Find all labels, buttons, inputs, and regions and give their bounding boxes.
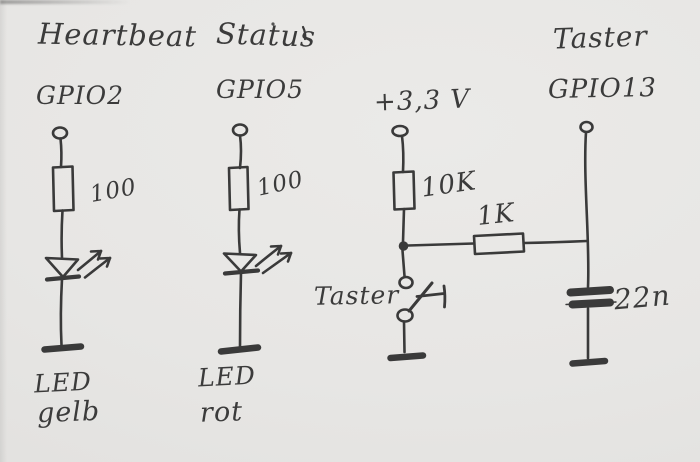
switch-contact [398, 275, 414, 290]
button-gpio-label: GPIO13 [547, 73, 658, 105]
button-circuit-drawing [387, 124, 589, 362]
wire [59, 277, 64, 347]
wire [583, 130, 590, 289]
light-arrows-icon [254, 244, 293, 275]
capacitor-symbol [565, 286, 617, 309]
terminal-circle [51, 126, 69, 140]
led-symbol [222, 252, 258, 273]
pushbutton-switch-symbol [396, 275, 447, 323]
ground-symbol [217, 344, 262, 355]
ground-symbol [387, 352, 427, 362]
resistor-symbol [227, 165, 250, 212]
supply-voltage-label: +3,3 V [373, 84, 471, 118]
switch-contact [396, 308, 414, 323]
led-cathode-bar [44, 274, 82, 282]
light-arrows-icon [76, 249, 112, 279]
wire [238, 271, 243, 349]
heartbeat-led-label: LED [33, 366, 93, 399]
heartbeat-gpio-label: GPIO2 [36, 81, 125, 110]
heartbeat-led-color-label: gelb [36, 395, 101, 430]
heartbeat-circuit-drawing [41, 126, 112, 353]
resistor-symbol [51, 165, 75, 213]
terminal-circle [391, 124, 409, 138]
wire [238, 134, 243, 170]
button-title: Taster [552, 19, 649, 56]
wire [60, 209, 64, 259]
capacitor-value-label: 22n [612, 278, 672, 317]
status-title: Status [215, 16, 317, 54]
status-circuit-drawing [217, 25, 307, 355]
photo-edge-shadow-left [0, 0, 7, 462]
status-gpio-label: GPIO5 [216, 75, 305, 104]
series-resistor-value: 1K [475, 198, 517, 232]
resistor-symbol [392, 170, 416, 211]
pen-speck [271, 22, 275, 26]
status-led-color-label: rot [199, 396, 244, 429]
led-symbol [44, 256, 80, 279]
resistor-symbol [472, 232, 526, 256]
switch-label: Taster [313, 280, 400, 311]
wire [401, 207, 406, 244]
wire [237, 208, 242, 255]
photo-edge-shadow-top [0, 0, 130, 4]
wire [406, 242, 476, 247]
gpio13-branch-drawing [565, 120, 617, 367]
wire [402, 320, 406, 354]
ground-symbol [569, 357, 609, 367]
status-led-label: LED [197, 360, 257, 393]
wire [522, 239, 589, 245]
wire [400, 134, 405, 174]
stray-tick [301, 25, 307, 41]
junction-dot [398, 241, 409, 251]
heartbeat-title: Heartbeat [37, 16, 198, 54]
terminal-circle [579, 120, 594, 134]
wire [401, 249, 406, 278]
switch-actuator [415, 284, 447, 309]
terminal-circle [231, 123, 249, 137]
ground-symbol [41, 343, 85, 353]
wire [59, 137, 63, 169]
pullup-resistor-value: 10K [419, 166, 479, 204]
